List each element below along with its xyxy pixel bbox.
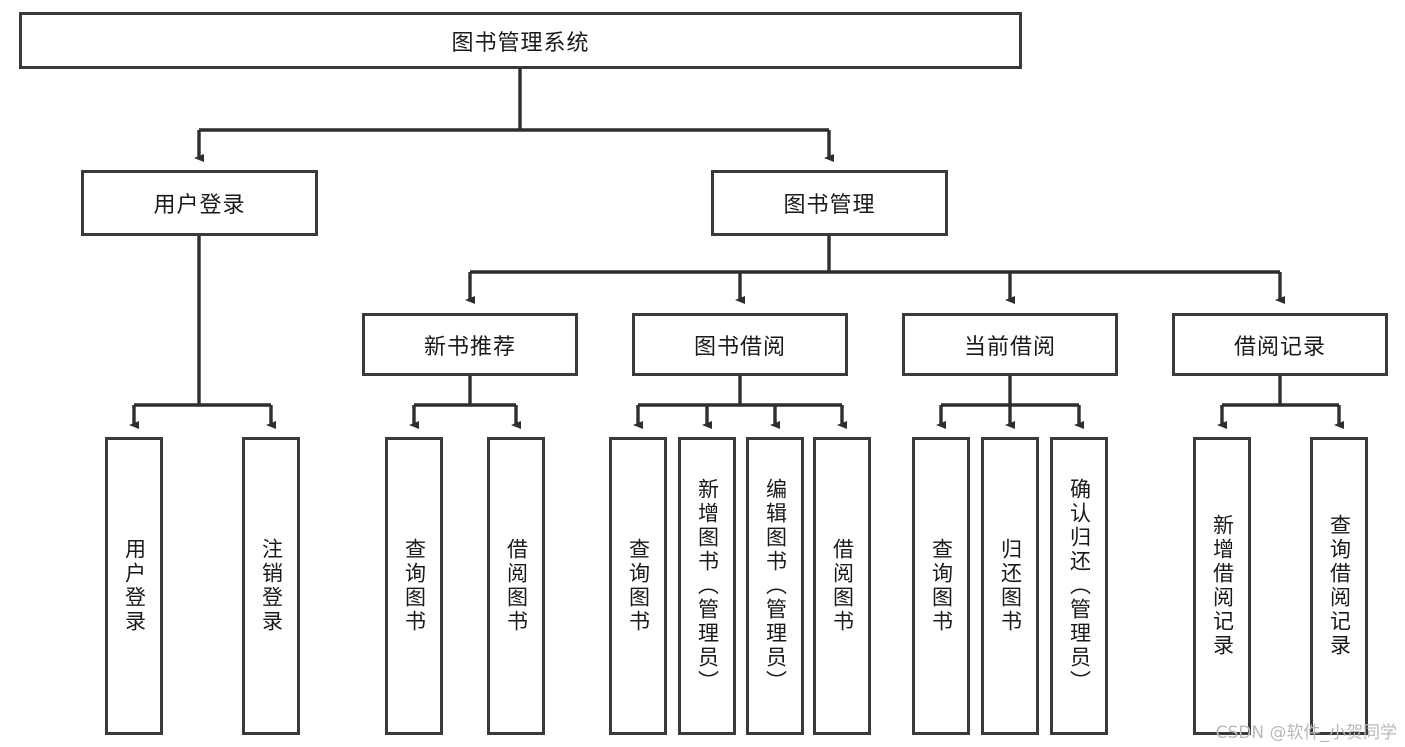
leaf-current-borrow-confirm-return-admin[interactable]: 确认归还（管理员） — [1050, 437, 1108, 735]
node-label: 查询图书 — [929, 538, 954, 634]
node-label: 图书借阅 — [693, 334, 786, 360]
leaf-borrow-record-query-record[interactable]: 查询借阅记录 — [1310, 437, 1368, 735]
node-label: 新书推荐 — [423, 334, 516, 360]
node-label: 查询图书 — [626, 538, 651, 634]
csdn-watermark: CSDN @软件_小贺同学 — [1215, 723, 1397, 743]
leaf-book-borrow-edit-book-admin[interactable]: 编辑图书（管理员） — [746, 437, 804, 735]
node-current-borrow[interactable]: 当前借阅 — [902, 313, 1118, 376]
leaf-user-login-logout[interactable]: 注销登录 — [242, 437, 300, 735]
node-root-book-management-system[interactable]: 图书管理系统 — [19, 12, 1022, 69]
node-label: 新增借阅记录 — [1210, 514, 1235, 658]
node-label: 借阅图书 — [830, 538, 855, 634]
node-label: 新增图书（管理员） — [695, 478, 720, 694]
leaf-new-book-query-book[interactable]: 查询图书 — [385, 437, 443, 735]
node-label: 用户登录 — [153, 193, 246, 218]
node-label: 注销登录 — [259, 538, 284, 634]
node-book-management[interactable]: 图书管理 — [711, 170, 948, 236]
node-label: 借阅记录 — [1233, 334, 1326, 360]
node-book-borrow[interactable]: 图书借阅 — [632, 313, 848, 376]
leaf-book-borrow-query-book[interactable]: 查询图书 — [609, 437, 667, 735]
leaf-current-borrow-query-book[interactable]: 查询图书 — [912, 437, 970, 735]
node-label: 查询图书 — [402, 538, 427, 634]
leaf-book-borrow-add-book-admin[interactable]: 新增图书（管理员） — [678, 437, 736, 735]
leaf-current-borrow-return-book[interactable]: 归还图书 — [981, 437, 1039, 735]
node-label: 编辑图书（管理员） — [763, 478, 788, 694]
node-label: 查询借阅记录 — [1327, 514, 1352, 658]
node-borrow-record[interactable]: 借阅记录 — [1172, 313, 1388, 376]
node-label: 图书管理系统 — [451, 30, 590, 56]
node-user-login[interactable]: 用户登录 — [81, 170, 318, 236]
node-label: 当前借阅 — [963, 334, 1056, 360]
node-label: 归还图书 — [998, 538, 1023, 634]
leaf-borrow-record-add-record[interactable]: 新增借阅记录 — [1193, 437, 1251, 735]
node-label: 确认归还（管理员） — [1067, 478, 1092, 694]
node-label: 用户登录 — [122, 538, 147, 634]
leaf-user-login-login[interactable]: 用户登录 — [105, 437, 163, 735]
node-new-book-recommend[interactable]: 新书推荐 — [362, 313, 578, 376]
node-label: 图书管理 — [783, 193, 876, 218]
leaf-new-book-borrow-book[interactable]: 借阅图书 — [487, 437, 545, 735]
leaf-book-borrow-borrow-book[interactable]: 借阅图书 — [813, 437, 871, 735]
node-label: 借阅图书 — [504, 538, 529, 634]
